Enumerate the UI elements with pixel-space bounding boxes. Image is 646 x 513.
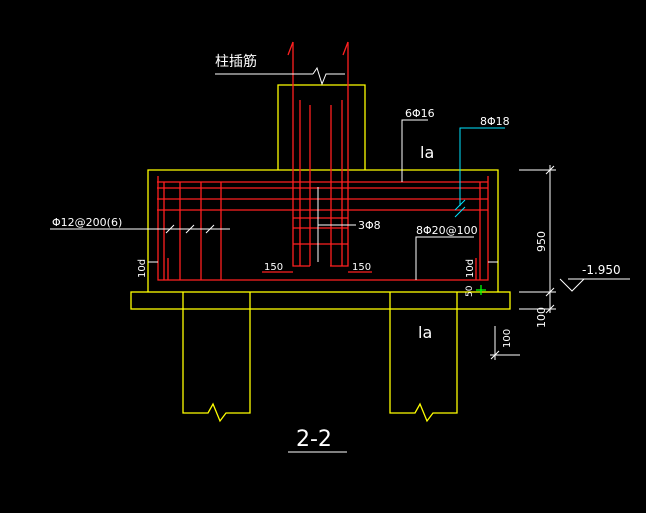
main-bars-label: 6Φ16	[405, 107, 435, 120]
bottom-mesh-label: 8Φ20@100	[416, 224, 478, 237]
offset-right-label: 150	[352, 262, 371, 273]
anchor-bottom-label: la	[418, 323, 432, 342]
anchor-top-label: la	[420, 143, 434, 162]
column-stub-outline	[277, 84, 366, 170]
section-title: 2-2	[296, 427, 332, 452]
column-dowels-label: 柱插筋	[215, 53, 257, 70]
reinforcement	[157, 41, 489, 281]
right-pile-outline	[389, 292, 458, 423]
tie-bars-label: 3Φ8	[358, 219, 381, 232]
blinding-dimension: 100	[535, 307, 548, 328]
labels: 柱插筋 6Φ16 8Φ18 la la Φ12@200(6) 3Φ8 8Φ20@…	[52, 53, 621, 452]
cover-label: 50	[465, 285, 475, 297]
pile-embed-dimension: 100	[502, 329, 513, 348]
cover-marker	[476, 285, 486, 295]
blinding-layer	[130, 291, 511, 310]
side-bar-leader	[454, 127, 505, 218]
hook-left-label: 10d	[137, 259, 148, 278]
concrete-outline	[130, 84, 511, 423]
stirrups-label: Φ12@200(6)	[52, 216, 122, 229]
left-pile-outline	[182, 292, 251, 423]
annotation-lines	[50, 66, 630, 453]
depth-dimension: 950	[535, 231, 548, 252]
elevation-label: -1.950	[582, 263, 621, 277]
offset-left-label: 150	[264, 262, 283, 273]
hook-right-label: 10d	[465, 259, 476, 278]
pile-cap-outline	[147, 169, 499, 292]
side-bar-label: 8Φ18	[480, 115, 510, 128]
